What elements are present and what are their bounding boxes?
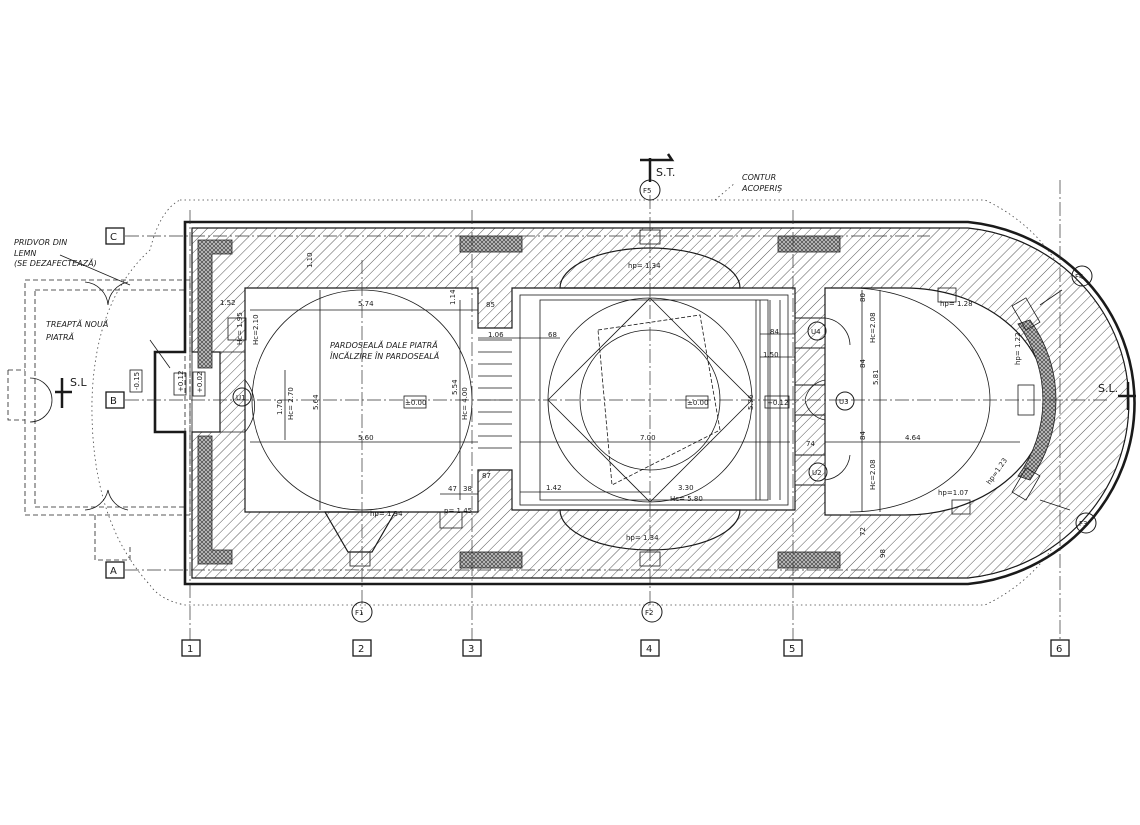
hp-altar-axis: hp= 1.22 [1014, 332, 1022, 365]
hc-208a: Hc=2.08 [869, 312, 877, 343]
dim-581: 5.81 [872, 369, 880, 385]
dim-170: 1.70 [276, 399, 284, 415]
dim-150: 1.50 [763, 351, 779, 359]
dim-47: 47 [448, 485, 457, 493]
axis-tag-5: 5 [789, 644, 795, 655]
section-marker-sl-left [55, 378, 72, 408]
level-porch-3: +0.02 [196, 372, 204, 393]
door-u3: U3 [839, 398, 849, 406]
element-circles [232, 179, 1097, 623]
dim-38: 38 [463, 485, 472, 493]
contur-label-2: ACOPERIȘ [741, 184, 782, 193]
axis-tag-2: 2 [358, 644, 364, 655]
dim-564: 5.64 [312, 394, 320, 410]
pardoseala-label-2: ÎNCĂLZIRE ÎN PARDOSEALĂ [330, 350, 439, 361]
level-altar: +0.12 [767, 399, 788, 407]
axis-tag-1: 1 [187, 644, 193, 655]
axis-tags [105, 227, 1070, 657]
dim-554: 5.54 [451, 379, 459, 395]
window-f5: F5 [643, 187, 651, 195]
dim-152: 1.52 [220, 299, 236, 307]
dim-84c: 84 [859, 431, 867, 440]
window-f3: F3 [1079, 520, 1087, 528]
axis-tag-b: B [110, 396, 117, 407]
axis-tag-4: 4 [646, 644, 652, 655]
outer-wall-outline [153, 220, 1136, 586]
dim-68: 68 [548, 331, 557, 339]
section-label-st: S.T. [656, 166, 675, 179]
iconostasis [794, 317, 826, 486]
dim-142: 1.42 [546, 484, 562, 492]
axis-tag-3: 3 [468, 644, 474, 655]
dim-72: 72 [859, 527, 867, 536]
window-f4: F4 [1075, 273, 1084, 281]
dim-576: 5.76 [747, 394, 755, 410]
pridvor-label-3: (SE DEZAFECTEAZĂ) [14, 257, 97, 268]
roof-outline [91, 199, 1091, 606]
dim-110: 1.10 [306, 252, 314, 268]
level-porch-2: +0.12 [177, 371, 185, 392]
dim-560: 5.60 [358, 434, 374, 442]
dim-85: 85 [486, 301, 495, 309]
door-u2: U2 [812, 469, 822, 477]
level-center: ±0.00 [687, 399, 708, 407]
window-f1: F1 [355, 609, 363, 617]
treapta-label-2: PIATRĂ [46, 331, 74, 342]
axis-tag-c: C [110, 232, 117, 243]
hc-195: Hc= 1.95 [236, 312, 244, 345]
grid-axes [125, 180, 1110, 640]
pridvor-label-2: LEMN [14, 249, 36, 258]
section-label-sl-right: S.L. [1098, 382, 1118, 395]
contur-label: CONTUR [742, 173, 776, 182]
section-marker-st [640, 153, 675, 182]
hc-208b: Hc=2.08 [869, 459, 877, 490]
entrance-door [220, 317, 851, 481]
pridvor-label: PRIDVOR DIN [14, 238, 67, 247]
window-f2: F2 [645, 609, 653, 617]
hp-altar-left: hp=1.07 [938, 489, 968, 497]
level-boxes [129, 369, 790, 409]
hp-altar-top: hp= 1.28 [940, 300, 973, 308]
hc-580: Hc= 5.80 [670, 495, 703, 503]
stone-insets [197, 235, 1057, 569]
wall-mass-hatched [191, 227, 1130, 579]
dim-106: 1.06 [488, 331, 504, 339]
door-u4: U4 [811, 328, 821, 336]
level-nave: ±0.00 [405, 399, 426, 407]
dim-330: 3.30 [678, 484, 694, 492]
contur-leader [714, 182, 736, 201]
hc-270: Hc= 2.70 [287, 387, 295, 420]
dim-464: 4.64 [905, 434, 921, 442]
axis-tag-6: 6 [1056, 644, 1062, 655]
hp-top: hp= 1.34 [628, 262, 661, 270]
hc-210: Hc=2.10 [252, 314, 260, 345]
dim-114: 1.14 [449, 289, 457, 305]
dim-84b: 84 [859, 359, 867, 368]
treapta-label: TREAPTĂ NOUĂ [46, 318, 108, 329]
dim-84: 84 [770, 328, 779, 336]
door-u1: U1 [236, 394, 246, 402]
section-label-sl-left: S.L [70, 376, 87, 389]
level-porch-1: -0.15 [133, 372, 141, 390]
dim-574: 5.74 [358, 300, 374, 308]
dim-87: 87 [482, 472, 491, 480]
dim-98: 98 [879, 549, 887, 558]
dim-74: 74 [806, 440, 815, 448]
p-145: p= 1.45 [444, 507, 472, 515]
hc-400: Hc= 4.00 [461, 387, 469, 420]
hp-nave: hp= 1.34 [370, 510, 403, 518]
hp-bottom: hp= 1.34 [626, 534, 659, 542]
dim-700: 7.00 [640, 434, 656, 442]
axis-tag-a: A [110, 566, 117, 577]
section-marker-sl-right [1118, 382, 1136, 410]
dim-80: 80 [859, 293, 867, 302]
pardoseala-label: PARDOSEALĂ DALE PIATRĂ [330, 339, 438, 350]
dimension-lines [250, 290, 1020, 512]
